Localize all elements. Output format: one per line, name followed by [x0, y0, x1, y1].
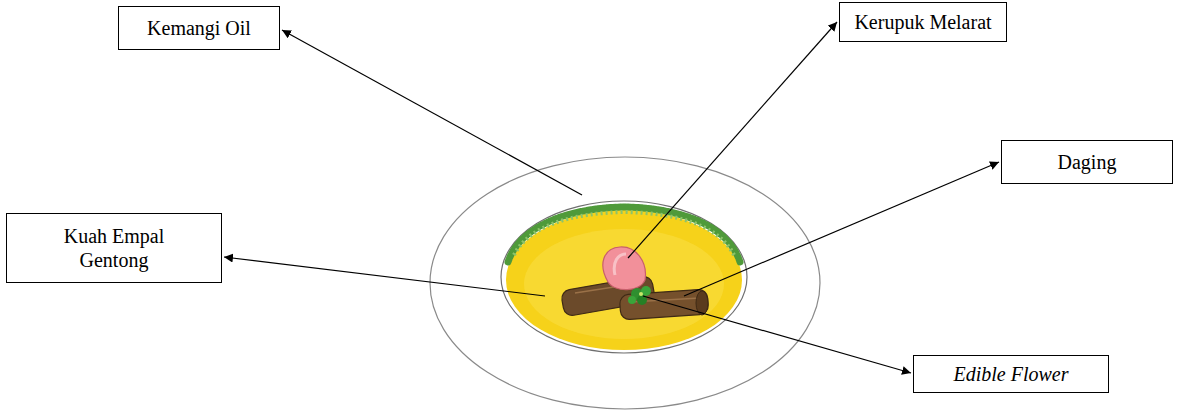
label-text: Edible Flower — [954, 362, 1069, 386]
leader-line — [643, 296, 911, 373]
label-text: Kemangi Oil — [147, 16, 251, 40]
soup-shade — [524, 229, 724, 339]
label-box: Kuah Empal Gentong — [6, 213, 222, 283]
label-box: Kemangi Oil — [118, 6, 280, 50]
plate-well — [501, 201, 747, 353]
edible-flower — [628, 286, 651, 305]
soup — [506, 210, 742, 350]
label-text: Kuah Empal Gentong — [54, 224, 174, 272]
kerupuk — [603, 247, 646, 290]
leader-line — [224, 257, 545, 296]
label-box: Edible Flower — [913, 355, 1109, 393]
label-text: Kerupuk Melarat — [854, 10, 991, 34]
plate-rim — [430, 157, 820, 409]
label-box: Daging — [1001, 140, 1173, 184]
label-box: Kerupuk Melarat — [839, 2, 1007, 42]
leader-line — [684, 162, 999, 296]
leader-line — [282, 30, 582, 195]
leader-line — [628, 22, 837, 258]
label-text: Daging — [1058, 150, 1117, 174]
